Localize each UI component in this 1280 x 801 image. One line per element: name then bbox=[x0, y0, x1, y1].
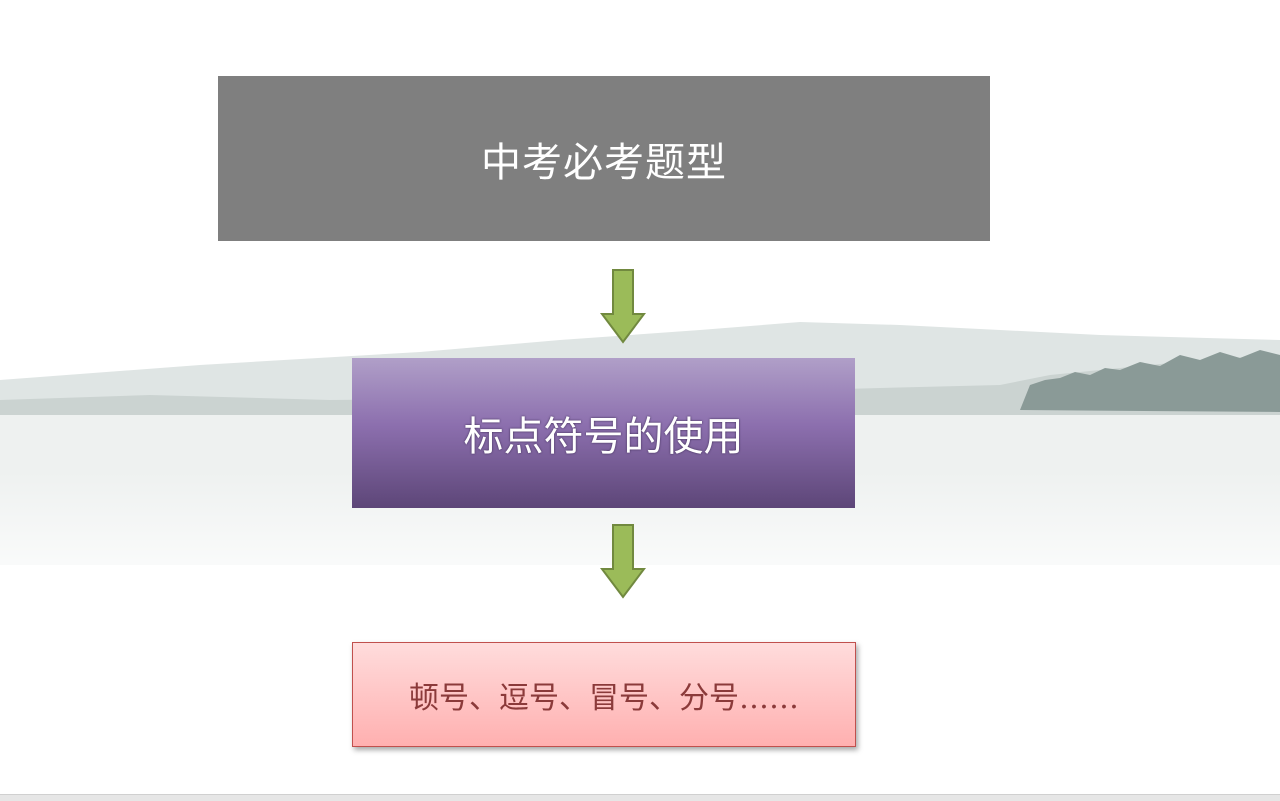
step-box-exam-type: 中考必考题型 bbox=[218, 76, 990, 241]
step-box-punctuation-types: 顿号、逗号、冒号、分号…… bbox=[352, 642, 856, 747]
down-arrow-icon bbox=[600, 524, 646, 599]
bottom-bar bbox=[0, 794, 1280, 801]
down-arrow-icon bbox=[600, 269, 646, 344]
treeline bbox=[1020, 350, 1280, 412]
step-label: 顿号、逗号、冒号、分号…… bbox=[409, 680, 799, 716]
step-box-punctuation-usage: 标点符号的使用 bbox=[352, 358, 855, 508]
step-label: 标点符号的使用 bbox=[463, 414, 744, 460]
near-hills bbox=[0, 355, 1280, 430]
step-label: 中考必考题型 bbox=[481, 139, 727, 186]
